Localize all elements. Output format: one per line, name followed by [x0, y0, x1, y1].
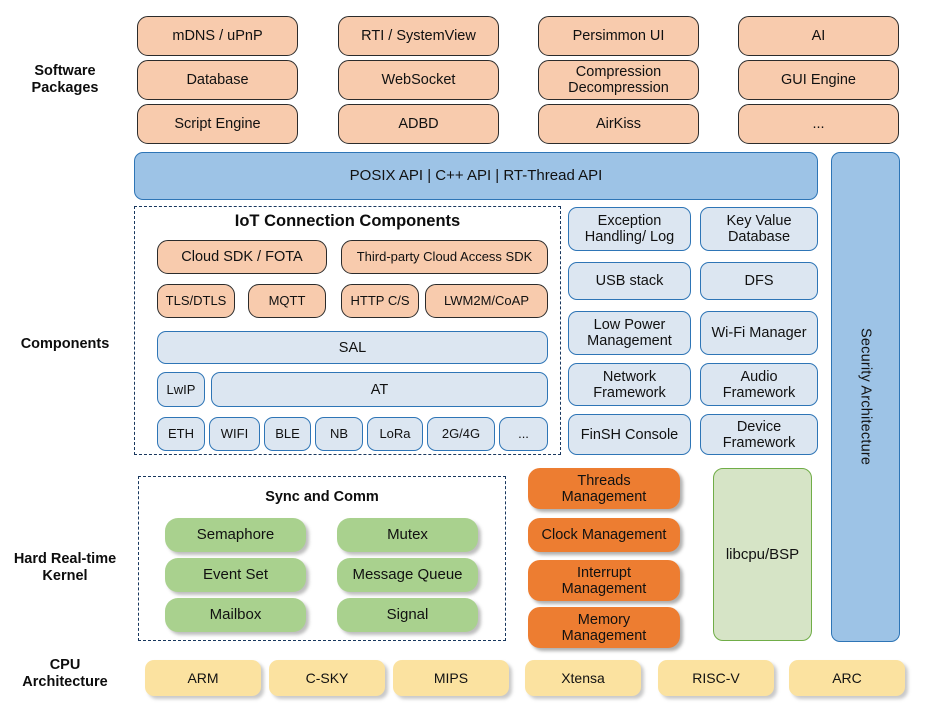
iot-link-box[interactable]: NB	[315, 417, 363, 451]
component-box[interactable]: Exception Handling/ Log	[568, 207, 691, 251]
row-label-software-packages: Software Packages	[31, 63, 99, 96]
cpu-arch-box[interactable]: MIPS	[393, 660, 509, 696]
component-box[interactable]: Network Framework	[568, 363, 691, 406]
iot-sal-box[interactable]: SAL	[157, 331, 548, 364]
cpu-arch-box[interactable]: ARM	[145, 660, 261, 696]
component-box[interactable]: Key Value Database	[700, 207, 818, 251]
api-bar[interactable]: POSIX API | C++ API | RT-Thread API	[134, 152, 818, 200]
component-box[interactable]: Low Power Management	[568, 311, 691, 355]
cpu-arch-box[interactable]: C-SKY	[269, 660, 385, 696]
package-box[interactable]: WebSocket	[338, 60, 499, 100]
kernel-service-box[interactable]: Threads Management	[528, 468, 680, 509]
package-box[interactable]: Database	[137, 60, 298, 100]
iot-link-box[interactable]: WIFI	[209, 417, 260, 451]
component-box[interactable]: Device Framework	[700, 414, 818, 455]
package-box[interactable]: GUI Engine	[738, 60, 899, 100]
iot-link-box[interactable]: 2G/4G	[427, 417, 495, 451]
iot-protocol-box[interactable]: TLS/DTLS	[157, 284, 235, 318]
cpu-arch-box[interactable]: ARC	[789, 660, 905, 696]
libcpu-bsp-box[interactable]: libcpu/BSP	[713, 468, 812, 641]
iot-cloud-box[interactable]: Third-party Cloud Access SDK	[341, 240, 548, 274]
component-box[interactable]: DFS	[700, 262, 818, 300]
sync-box[interactable]: Message Queue	[337, 558, 478, 592]
package-box[interactable]: Persimmon UI	[538, 16, 699, 56]
iot-link-box[interactable]: BLE	[264, 417, 311, 451]
package-box[interactable]: RTI / SystemView	[338, 16, 499, 56]
iot-link-box[interactable]: ...	[499, 417, 548, 451]
component-box[interactable]: Audio Framework	[700, 363, 818, 406]
iot-protocol-box[interactable]: LWM2M/CoAP	[425, 284, 548, 318]
package-box[interactable]: ...	[738, 104, 899, 144]
cpu-arch-box[interactable]: Xtensa	[525, 660, 641, 696]
cpu-arch-box[interactable]: RISC-V	[658, 660, 774, 696]
package-box[interactable]: AI	[738, 16, 899, 56]
package-box[interactable]: Compression Decompression	[538, 60, 699, 100]
sync-box[interactable]: Mailbox	[165, 598, 306, 632]
iot-protocol-box[interactable]: HTTP C/S	[341, 284, 419, 318]
kernel-service-box[interactable]: Memory Management	[528, 607, 680, 648]
package-box[interactable]: AirKiss	[538, 104, 699, 144]
kernel-service-box[interactable]: Interrupt Management	[528, 560, 680, 601]
security-architecture-bar[interactable]: Security Architecture	[831, 152, 900, 642]
sync-and-comm-group	[138, 476, 506, 641]
iot-cloud-box[interactable]: Cloud SDK / FOTA	[157, 240, 327, 274]
iot-link-box[interactable]: ETH	[157, 417, 205, 451]
kernel-service-box[interactable]: Clock Management	[528, 518, 680, 552]
iot-connection-group	[134, 206, 561, 455]
security-architecture-label: Security Architecture	[857, 328, 874, 466]
row-label-kernel: Hard Real-time Kernel	[13, 551, 117, 584]
iot-at-box[interactable]: AT	[211, 372, 548, 407]
package-box[interactable]: ADBD	[338, 104, 499, 144]
row-label-cpu: CPU Architecture	[22, 657, 108, 690]
row-label-components: Components	[20, 336, 110, 352]
package-box[interactable]: Script Engine	[137, 104, 298, 144]
iot-lwip-box[interactable]: LwIP	[157, 372, 205, 407]
sync-and-comm-group-title: Sync and Comm	[265, 489, 379, 505]
iot-link-box[interactable]: LoRa	[367, 417, 423, 451]
component-box[interactable]: USB stack	[568, 262, 691, 300]
sync-box[interactable]: Semaphore	[165, 518, 306, 552]
iot-protocol-box[interactable]: MQTT	[248, 284, 326, 318]
package-box[interactable]: mDNS / uPnP	[137, 16, 298, 56]
iot-connection-group-title: IoT Connection Components	[234, 212, 461, 230]
sync-box[interactable]: Event Set	[165, 558, 306, 592]
sync-box[interactable]: Mutex	[337, 518, 478, 552]
component-box[interactable]: Wi-Fi Manager	[700, 311, 818, 355]
sync-box[interactable]: Signal	[337, 598, 478, 632]
component-box[interactable]: FinSH Console	[568, 414, 691, 455]
